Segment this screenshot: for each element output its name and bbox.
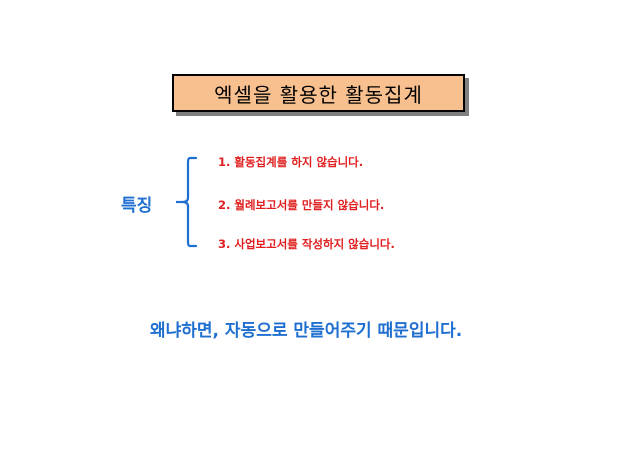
left-brace (176, 156, 198, 248)
summary-text: 왜냐하면, 자동으로 만들어주기 때문입니다. (150, 321, 463, 341)
slide-title: 엑셀을 활용한 활동집계 (214, 82, 423, 107)
title-box: 엑셀을 활용한 활동집계 (172, 74, 465, 112)
feature-item-2: 2. 월례보고서를 만들지 않습니다. (218, 198, 385, 212)
feature-item-3: 3. 사업보고서를 작성하지 않습니다. (218, 237, 395, 251)
feature-item-1: 1. 활동집계를 하지 않습니다. (218, 155, 364, 169)
feature-label: 특징 (121, 196, 153, 216)
